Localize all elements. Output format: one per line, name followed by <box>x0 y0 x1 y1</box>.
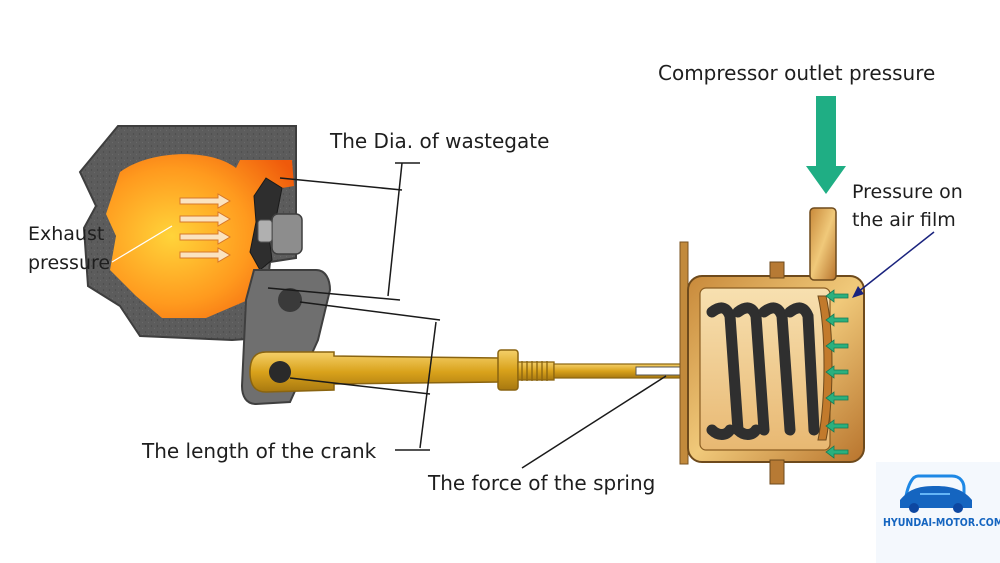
air-film-pressure-arrows <box>825 289 849 459</box>
air-film-label-line1: Pressure on <box>852 181 963 203</box>
actuator-spring <box>706 302 820 440</box>
spring-leader-line <box>521 375 667 469</box>
rod-thread <box>517 361 555 381</box>
car-logo-icon <box>900 474 972 513</box>
crank-length-label: The length of the crank <box>141 439 377 463</box>
crank-pivot <box>278 288 302 312</box>
exhaust-leader-line <box>111 225 173 263</box>
pressure-inlet-pipe <box>809 207 837 281</box>
exhaust-pressure-label-line1: Exhaust <box>28 223 104 245</box>
turbine-housing <box>78 125 297 342</box>
exhaust-pressure-label-line2: pressure <box>28 252 110 274</box>
watermark-text: HYUNDAI-MOTOR.COM.VN <box>883 517 1000 529</box>
compressor-outlet-label: Compressor outlet pressure <box>658 61 935 85</box>
exhaust-flow-arrows <box>179 193 231 263</box>
air-film-label-line2: the air film <box>852 209 956 231</box>
crank-length-dimension <box>289 301 441 451</box>
actuator-diaphragm <box>817 295 833 441</box>
rod-end-pin <box>269 361 291 383</box>
rod-adjust-nut <box>497 349 519 391</box>
actuator-canister <box>687 207 865 485</box>
wastegate-diameter-dimension <box>267 162 420 301</box>
actuator-mount-bracket <box>679 241 689 465</box>
air-film-pointer <box>852 231 935 298</box>
compressor-pressure-arrow <box>806 96 846 194</box>
wastegate-diameter-label: The Dia. of wastegate <box>329 129 549 153</box>
wastegate-valve <box>249 177 303 271</box>
watermark-logo: HYUNDAI-MOTOR.COM.VN <box>876 462 1000 563</box>
spring-force-label: The force of the spring <box>427 471 655 495</box>
